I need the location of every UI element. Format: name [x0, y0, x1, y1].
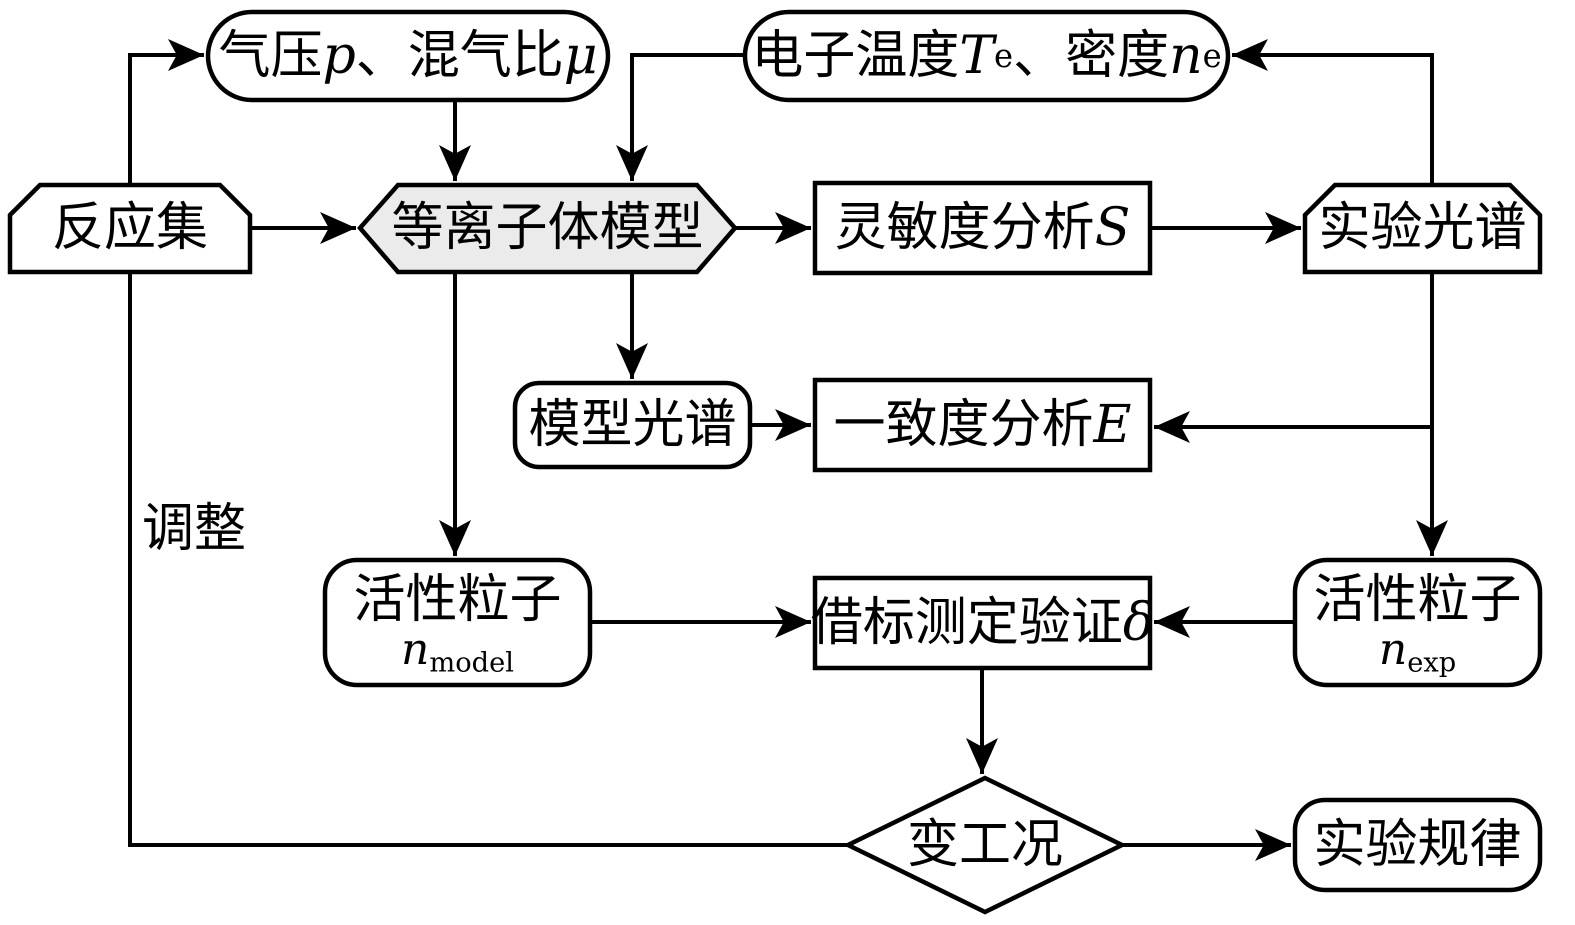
sensitivity-node-shape: [812, 180, 1153, 276]
pressure-node-shape: [205, 9, 611, 103]
model-spectrum-node-shape: [512, 380, 753, 470]
calibration-node-shape: [812, 575, 1153, 671]
n-model-node-shape: [322, 557, 593, 688]
condition-diamond-shape: [842, 775, 1128, 915]
exp-law-node-shape: [1292, 797, 1543, 893]
reaction-set-node-shape: [7, 182, 253, 275]
edge-expspectrum-to-tene: [1232, 39, 1434, 185]
exp-spectrum-node-shape: [1302, 182, 1543, 275]
edge-feedback-adjust: [128, 39, 848, 847]
te-ne-node-shape: [742, 9, 1231, 103]
plasma-model-node-shape: [357, 182, 738, 275]
edge-tene-to-plasma: [616, 53, 747, 181]
n-exp-node-shape: [1292, 557, 1543, 688]
consistency-node-shape: [812, 377, 1153, 473]
